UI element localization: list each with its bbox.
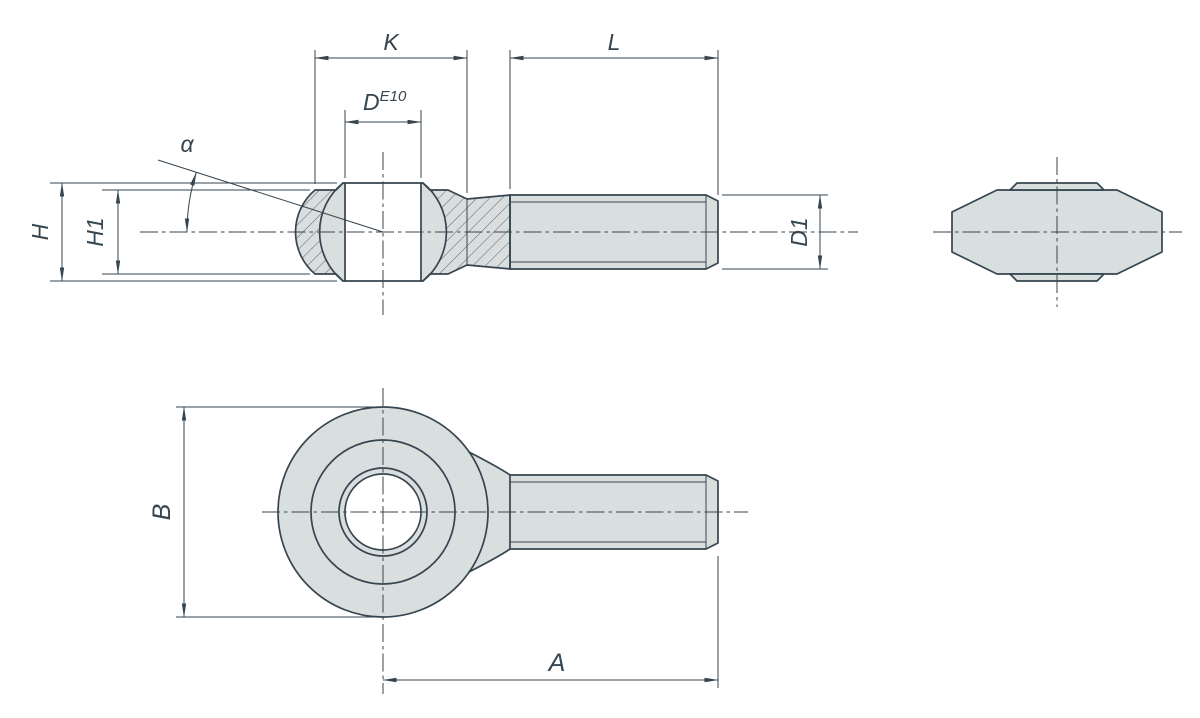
extension-line [314,50,468,193]
dimension-D: DE10 [344,88,422,178]
dim-label-D-tolerance: E10 [380,88,407,105]
dimension-B: B [148,406,383,618]
thread-minor-diameter-lines [510,201,706,263]
neck-transition-curves [468,451,511,573]
dimension-A: A [382,556,719,688]
neck-fill [469,452,510,572]
view-ring-front [933,157,1182,307]
extension-line [50,182,337,282]
dim-label-K: K [383,29,400,55]
dimension-K: K [314,29,468,193]
dimension-H: H [27,182,337,282]
dimension-H1: H1 [82,189,310,275]
dim-label-D: DE10 [363,88,407,115]
dim-label-H: H [27,223,53,240]
dim-label-alpha: α [180,131,194,157]
extension-line [722,194,828,270]
dimension-alpha: α [157,131,384,233]
dim-label-H1: H1 [82,217,108,246]
extension-line [176,406,383,618]
angle-arc [184,171,197,233]
dim-label-B: B [148,504,176,521]
extension-line [509,50,719,195]
view-side-section [140,152,858,315]
dimension-L: L [509,29,719,195]
dim-label-D1: D1 [786,217,812,246]
dimension-D1: D1 [722,194,828,270]
dim-label-L: L [608,29,621,55]
extension-line [102,189,310,275]
view-top [262,388,748,694]
thread-minor-diameter-lines-top [510,481,706,543]
dim-label-D-letter: D [363,89,380,115]
dim-label-A: A [547,649,566,677]
head-outline [294,182,511,282]
thread-body-fill-top [510,475,718,549]
